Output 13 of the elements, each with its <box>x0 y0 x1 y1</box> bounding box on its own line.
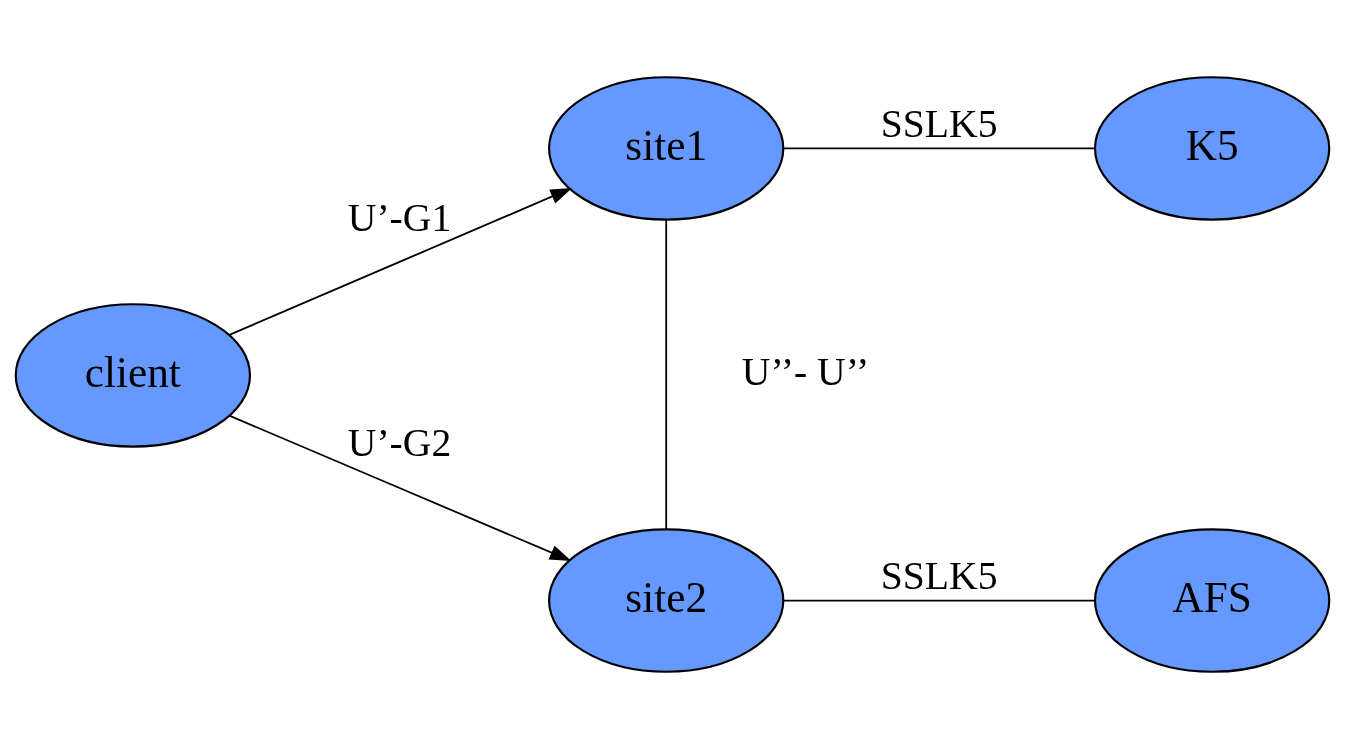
arrow <box>229 415 572 562</box>
node-ellipse: client <box>14 303 252 448</box>
node-ellipse: AFS <box>1093 528 1331 673</box>
connector <box>782 147 1096 150</box>
edge-label: U’-G1 <box>347 195 452 240</box>
connector <box>665 218 668 530</box>
edge-label: U’-G2 <box>347 420 452 465</box>
edge-label: SSLK5 <box>880 554 998 599</box>
node-ellipse: K5 <box>1093 76 1331 221</box>
edge-label: U’’- U’’ <box>741 349 870 394</box>
edge-label: SSLK5 <box>880 101 998 146</box>
arrow <box>228 187 573 336</box>
connector <box>782 599 1096 602</box>
